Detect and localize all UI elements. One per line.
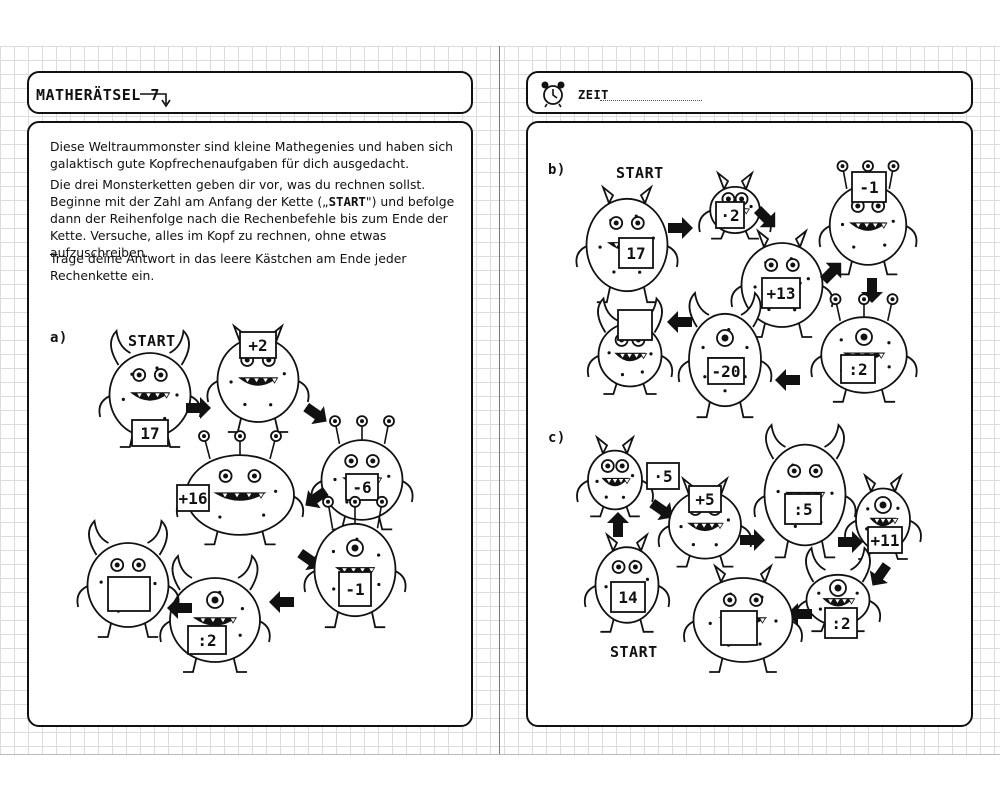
svg-text:+2: +2 xyxy=(248,336,267,355)
svg-text:·2: ·2 xyxy=(720,206,739,225)
chain-b-answer-box[interactable] xyxy=(617,309,653,341)
time-label: ZEIT xyxy=(578,88,609,102)
chain-c-arrow-2 xyxy=(649,499,673,521)
svg-text:-6: -6 xyxy=(352,478,371,497)
chain-b-step-box-2: ·2 xyxy=(715,201,745,229)
chain-b-step-box-6: -20 xyxy=(707,357,745,385)
chain-a-monster-1 xyxy=(98,329,202,448)
instruction-paragraph-1: Diese Weltraummonster sind kleine Matheg… xyxy=(50,139,454,171)
chain-c-monster-2 xyxy=(576,434,654,518)
chain-b-arrow-6 xyxy=(667,311,692,333)
chain-b-step-box-5: :2 xyxy=(840,354,876,384)
svg-text:17: 17 xyxy=(626,244,645,263)
chain-c-label: c) xyxy=(548,430,566,446)
time-entry-line[interactable] xyxy=(600,100,702,101)
page-bottom-edge xyxy=(0,754,1000,755)
svg-text:·5: ·5 xyxy=(653,467,672,486)
svg-text:17: 17 xyxy=(140,424,159,443)
chain-b-arrow-5 xyxy=(775,369,800,391)
chain-b-monster-6 xyxy=(677,291,773,419)
svg-text::2: :2 xyxy=(831,614,850,633)
chain-c-arrow-5 xyxy=(869,562,891,586)
chain-a-arrow-1 xyxy=(186,397,211,419)
svg-text:-1: -1 xyxy=(345,580,364,599)
chain-b-step-box-4: -1 xyxy=(851,171,887,203)
svg-text:+11: +11 xyxy=(871,531,900,550)
chain-a-label: a) xyxy=(50,330,68,346)
chain-c-step-box-4: :5 xyxy=(784,493,822,525)
chain-a-monster-4 xyxy=(175,430,305,546)
chain-a-step-box-5: -1 xyxy=(338,571,372,607)
svg-text:+16: +16 xyxy=(179,489,208,508)
svg-text:-1: -1 xyxy=(859,178,878,197)
chain-b-step-box-3: +13 xyxy=(761,277,801,309)
chain-c-step-box-6: :2 xyxy=(824,607,858,639)
chain-a-monster-2 xyxy=(206,323,310,433)
book-spine xyxy=(499,46,500,754)
svg-text:+13: +13 xyxy=(767,284,796,303)
svg-text::2: :2 xyxy=(197,631,216,650)
chain-c-step-box-2: ·5 xyxy=(646,462,680,490)
chain-a-arrow-5 xyxy=(269,591,294,613)
svg-text:+5: +5 xyxy=(695,490,714,509)
chain-a-start-label: START xyxy=(128,332,176,350)
title-box xyxy=(27,71,473,114)
instruction-paragraph-3: Trage deine Antwort in das leere Kästche… xyxy=(50,251,407,283)
svg-text:-20: -20 xyxy=(712,362,741,381)
chain-a-step-box-4: +16 xyxy=(176,484,210,512)
chain-c-arrow-4 xyxy=(838,531,863,553)
chain-b-arrow-2 xyxy=(753,205,776,228)
chain-a-arrow-3 xyxy=(305,487,329,509)
chain-b-arrow-1 xyxy=(668,217,693,239)
chain-b-step-box-1: 17 xyxy=(618,237,654,269)
chain-b-start-label: START xyxy=(616,164,664,182)
chain-a-step-box-3: -6 xyxy=(345,473,379,501)
chain-a-monster-3 xyxy=(310,415,414,531)
chain-c-step-box-1: 14 xyxy=(610,581,646,613)
time-box xyxy=(526,71,973,114)
chain-c-arrow-3 xyxy=(740,529,765,551)
chain-c-step-box-3: +5 xyxy=(688,485,722,513)
chain-a-step-box-6: :2 xyxy=(187,625,227,655)
chain-c-arrow-1 xyxy=(607,512,629,537)
chain-c-answer-box[interactable] xyxy=(720,610,758,646)
chain-a-step-box-2: +2 xyxy=(239,331,277,359)
chain-c-step-box-5: +11 xyxy=(867,526,903,554)
svg-text:14: 14 xyxy=(618,588,637,607)
chain-a-answer-box[interactable] xyxy=(107,576,151,612)
puzzle-title: MATHERÄTSEL 7 xyxy=(36,86,160,104)
chain-b-monster-5 xyxy=(810,293,918,403)
svg-text::5: :5 xyxy=(793,500,812,519)
chain-a-arrow-6 xyxy=(167,597,192,619)
chain-c-start-label: START xyxy=(610,643,658,661)
chain-a-monster-5 xyxy=(303,495,407,629)
svg-text::2: :2 xyxy=(848,360,867,379)
chain-b-monster-4 xyxy=(818,160,918,276)
chain-a-step-box-1: 17 xyxy=(131,419,169,447)
chain-b-arrow-3 xyxy=(819,262,842,285)
chain-a-arrow-2 xyxy=(303,403,327,425)
chain-b-label: b) xyxy=(548,162,566,178)
instruction-paragraph-2: Die drei Monsterketten geben dir vor, wa… xyxy=(50,177,455,260)
